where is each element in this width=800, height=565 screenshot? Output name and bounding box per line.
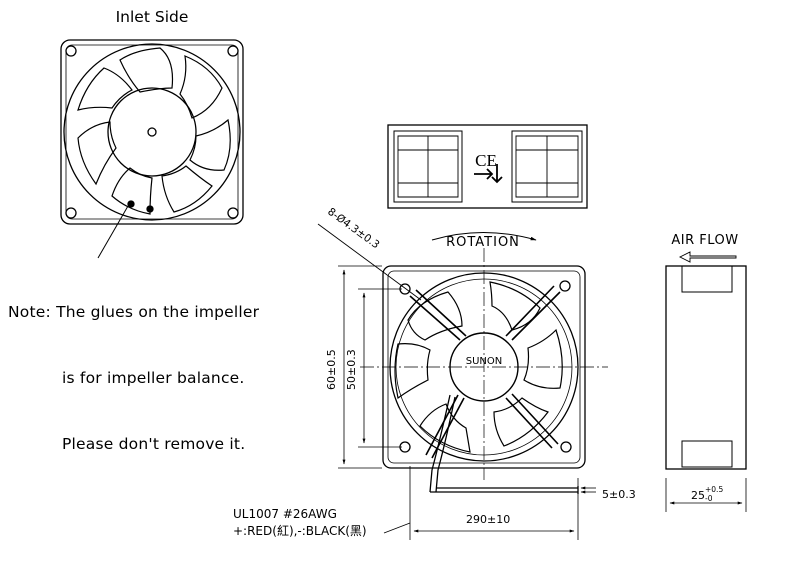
- side-view-frame: [387, 124, 588, 209]
- rotation-arrow: [431, 232, 537, 241]
- lead-length-dimension: 290±10: [466, 513, 510, 526]
- inlet-mount-hole-br: [227, 207, 239, 219]
- front-spokes: [409, 285, 561, 459]
- note-line-3: Please don't remove it.: [62, 435, 246, 453]
- inlet-mount-hole-tr: [227, 45, 239, 57]
- hole-spacing-dimension: 50±0.3: [345, 349, 358, 390]
- note-line-2: is for impeller balance.: [62, 369, 245, 387]
- strip-dimension: 5±0.3: [602, 488, 636, 501]
- ce-mark: CE: [475, 151, 497, 170]
- outer-dimension: 60±0.5: [325, 349, 338, 390]
- inlet-mount-hole-tl: [65, 45, 77, 57]
- thickness-tol-upper: +0.5: [705, 485, 723, 494]
- hole-dimension: 8-Ø4.3±0.3: [325, 206, 381, 252]
- side-profile: [665, 251, 747, 512]
- note-line-1: The glues on the impeller: [56, 303, 260, 321]
- inlet-mount-hole-bl: [65, 207, 77, 219]
- airflow-label: AIR FLOW: [671, 233, 738, 248]
- wire-dimension-lines: [383, 466, 596, 540]
- thickness-tol-lower: -0: [705, 494, 713, 503]
- front-view-fan: [360, 248, 608, 494]
- glue-dot-1: [127, 200, 135, 208]
- inlet-blades: [77, 47, 231, 215]
- hole-callout: [317, 223, 422, 301]
- inlet-side-title: Inlet Side: [116, 8, 189, 26]
- front-mount-hole-tr: [559, 280, 571, 292]
- airflow-arrow: [678, 251, 737, 263]
- inlet-frame-outer: [60, 39, 244, 225]
- sunon-label: SUNON: [466, 356, 503, 367]
- inlet-frame-inner: [65, 44, 239, 220]
- profile-frame: [665, 265, 747, 470]
- note-leader-line: [97, 205, 129, 259]
- inlet-side-fan: [60, 39, 244, 259]
- inlet-housing-circle: [63, 43, 241, 221]
- glue-note: Note: The glues on the impeller is for i…: [8, 257, 259, 477]
- inlet-hub-circle: [107, 87, 197, 177]
- wire-colors: +:RED(紅),-:BLACK(黑): [233, 524, 367, 538]
- side-view: [387, 124, 588, 209]
- front-dimension-lines: [338, 265, 402, 469]
- wire-spec: UL1007 #26AWG: [233, 507, 337, 521]
- centerlines: [360, 248, 608, 480]
- front-mount-hole-br: [560, 441, 572, 453]
- note-prefix: Note:: [8, 303, 51, 321]
- thickness-dimension: 25: [691, 489, 705, 502]
- rotation-label: ROTATION: [446, 235, 520, 250]
- inlet-hub-center: [147, 127, 157, 137]
- glue-dot-2: [146, 205, 154, 213]
